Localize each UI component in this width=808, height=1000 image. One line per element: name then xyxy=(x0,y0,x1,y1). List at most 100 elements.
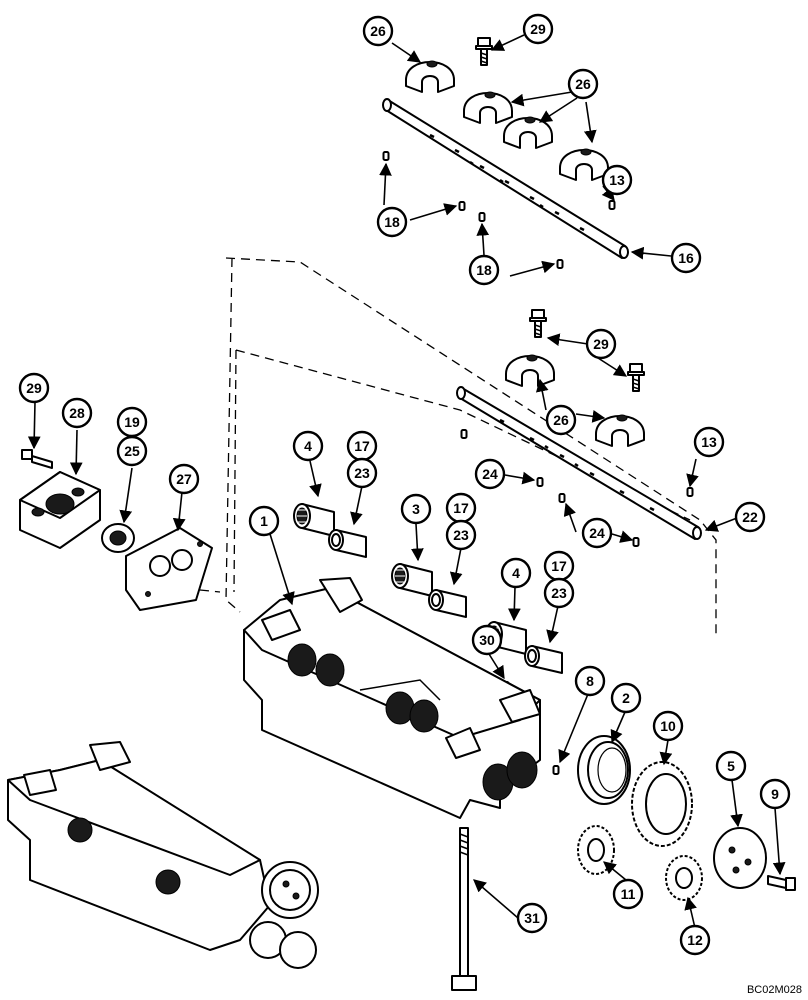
gear-10 xyxy=(631,761,693,847)
callout-25: 25 xyxy=(116,435,148,467)
svg-text:18: 18 xyxy=(476,262,492,278)
bolt-29-upper xyxy=(475,37,493,66)
callout-29: 29 xyxy=(522,13,554,45)
svg-text:23: 23 xyxy=(354,465,370,481)
callout-24: 24 xyxy=(581,517,613,549)
pin-18-a xyxy=(382,151,390,161)
svg-text:10: 10 xyxy=(660,718,676,734)
svg-text:17: 17 xyxy=(453,500,469,516)
svg-text:4: 4 xyxy=(512,565,520,581)
callout-16: 16 xyxy=(670,242,702,274)
bolt-29-left xyxy=(21,449,53,469)
plug-13-lower xyxy=(686,487,694,497)
pin-18-d xyxy=(556,259,564,269)
svg-text:24: 24 xyxy=(482,466,498,482)
svg-text:26: 26 xyxy=(575,76,591,92)
gasket-27 xyxy=(125,527,213,611)
svg-text:2: 2 xyxy=(622,690,630,706)
callout-12: 12 xyxy=(679,924,711,956)
pinion-gear-11 xyxy=(577,825,615,875)
svg-text:27: 27 xyxy=(176,471,192,487)
rocker-shaft-lower xyxy=(456,386,702,540)
callout-19: 19 xyxy=(116,406,148,438)
svg-text:17: 17 xyxy=(354,438,370,454)
callout-4: 4 xyxy=(292,430,324,462)
callout-23: 23 xyxy=(445,519,477,551)
pin-24-a xyxy=(460,429,468,439)
svg-text:23: 23 xyxy=(453,527,469,543)
svg-text:8: 8 xyxy=(586,673,594,689)
rocker-clamp-26-b xyxy=(463,91,513,124)
bushing-23-b xyxy=(428,589,467,618)
rocker-clamp-26-c xyxy=(503,116,553,149)
cover-plate-5 xyxy=(713,827,767,889)
callout-28: 28 xyxy=(61,397,93,429)
needle-bearing-4-a xyxy=(293,503,335,537)
bushing-23-c xyxy=(524,645,563,674)
bolt-9 xyxy=(767,875,796,891)
svg-text:4: 4 xyxy=(304,438,312,454)
svg-text:31: 31 xyxy=(524,910,540,926)
callout-26: 26 xyxy=(362,15,394,47)
pin-24-b xyxy=(536,477,544,487)
callout-2: 2 xyxy=(610,682,642,714)
callout-17: 17 xyxy=(543,550,575,582)
svg-text:19: 19 xyxy=(124,414,140,430)
callout-29: 29 xyxy=(585,328,617,360)
svg-text:13: 13 xyxy=(701,434,717,450)
svg-text:22: 22 xyxy=(742,509,758,525)
svg-text:28: 28 xyxy=(69,405,85,421)
callout-17: 17 xyxy=(346,430,378,462)
svg-text:18: 18 xyxy=(384,214,400,230)
callout-18: 18 xyxy=(468,254,500,286)
svg-text:5: 5 xyxy=(727,758,735,774)
callout-11: 11 xyxy=(612,878,644,910)
callout-13: 13 xyxy=(601,164,633,196)
svg-text:12: 12 xyxy=(687,932,703,948)
svg-text:25: 25 xyxy=(124,443,140,459)
callout-30: 30 xyxy=(471,624,503,656)
needle-bearing-3 xyxy=(391,563,433,597)
leader-lines xyxy=(27,34,786,929)
svg-text:11: 11 xyxy=(621,886,636,902)
callout-4: 4 xyxy=(500,557,532,589)
pin-18-b xyxy=(458,201,466,211)
callout-9: 9 xyxy=(759,778,791,810)
svg-text:29: 29 xyxy=(26,380,42,396)
svg-text:13: 13 xyxy=(609,172,625,188)
callout-31: 31 xyxy=(516,902,548,934)
long-bolt-31 xyxy=(451,827,477,991)
callout-26: 26 xyxy=(545,404,577,436)
callout-27: 27 xyxy=(168,463,200,495)
svg-text:16: 16 xyxy=(678,250,694,266)
rocker-clamp-26-e xyxy=(505,354,555,387)
svg-text:24: 24 xyxy=(589,525,605,541)
pin-24-d xyxy=(632,537,640,547)
rocker-housing-main xyxy=(243,577,541,819)
callout-13: 13 xyxy=(693,426,725,458)
svg-text:26: 26 xyxy=(370,23,386,39)
phantom-outline-lower xyxy=(199,349,691,593)
plug-13-upper xyxy=(608,200,616,210)
callout-23: 23 xyxy=(543,577,575,609)
svg-text:29: 29 xyxy=(593,336,609,352)
svg-text:23: 23 xyxy=(551,585,567,601)
callouts: 26 29 26 13 18 16 18 29 26 13 29 28 19 2… xyxy=(18,13,791,956)
bushing-23-a xyxy=(328,529,367,558)
callout-24: 24 xyxy=(474,458,506,490)
svg-text:1: 1 xyxy=(260,513,268,529)
svg-text:26: 26 xyxy=(553,412,569,428)
drawing-code: BC02M028 xyxy=(746,984,802,996)
svg-text:3: 3 xyxy=(412,501,420,517)
bolt-29-lower-b xyxy=(627,363,645,392)
rocker-clamp-26-f xyxy=(595,414,645,447)
rocker-housing-assembled xyxy=(7,741,319,969)
bolt-29-lower-a xyxy=(529,309,547,338)
spacer-25 xyxy=(101,523,135,553)
callout-22: 22 xyxy=(734,501,766,533)
svg-text:30: 30 xyxy=(479,632,495,648)
svg-text:29: 29 xyxy=(530,21,546,37)
pinion-gear-12 xyxy=(665,855,703,901)
callout-10: 10 xyxy=(652,710,684,742)
